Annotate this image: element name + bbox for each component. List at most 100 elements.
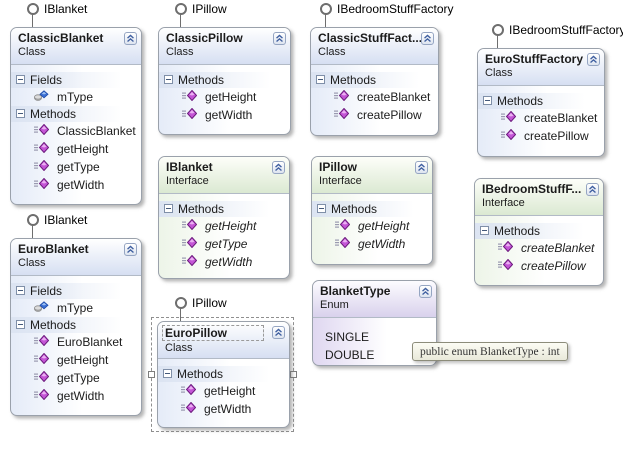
member-row[interactable]: createBlanket — [311, 88, 438, 106]
interface-lollipop-icon[interactable] — [27, 214, 39, 226]
member-row[interactable]: getHeight — [159, 217, 289, 235]
member-row[interactable]: createPillow — [311, 106, 438, 124]
resize-handle-right[interactable] — [290, 370, 297, 378]
member-row[interactable]: ClassicBlanket — [11, 122, 141, 140]
minus-box-icon[interactable] — [16, 284, 25, 298]
minus-box-icon[interactable] — [16, 318, 25, 332]
minus-box-icon[interactable] — [16, 73, 25, 87]
member-row[interactable]: getWidth — [11, 387, 141, 405]
interface-lollipop-icon[interactable] — [175, 297, 187, 309]
member-row[interactable]: getWidth — [159, 106, 290, 124]
resize-handle-left[interactable] — [148, 370, 155, 378]
lollipop-stem — [325, 14, 326, 27]
minus-box-icon[interactable] — [317, 202, 326, 216]
member-name: getType — [57, 160, 100, 174]
collapse-button[interactable] — [272, 326, 285, 339]
member-row[interactable]: getType — [159, 235, 289, 253]
collapse-button[interactable] — [415, 161, 428, 174]
compartment-header[interactable]: Methods — [475, 223, 603, 239]
member-row[interactable]: createPillow — [478, 127, 604, 145]
member-row[interactable]: getHeight — [11, 140, 141, 158]
compartment-header[interactable]: Methods — [11, 317, 141, 333]
enum-value[interactable]: SINGLE — [325, 330, 370, 344]
member-row[interactable]: mType — [11, 299, 141, 317]
member-row[interactable]: getHeight — [159, 88, 290, 106]
member-row[interactable]: createBlanket — [475, 239, 603, 257]
minus-box-icon[interactable] — [316, 73, 325, 87]
collapse-button[interactable] — [124, 243, 137, 256]
interface-lollipop-icon[interactable] — [492, 24, 504, 36]
collapse-button[interactable] — [272, 161, 285, 174]
member-row[interactable]: getWidth — [11, 176, 141, 194]
method-icon — [501, 110, 517, 125]
minus-box-icon[interactable] — [164, 202, 173, 216]
compartment-header[interactable]: Methods — [11, 106, 141, 122]
member-row[interactable]: EuroBlanket — [11, 333, 141, 351]
minus-box-icon[interactable] — [16, 107, 25, 121]
minus-box-icon[interactable] — [163, 367, 172, 381]
member-row[interactable]: getHeight — [11, 351, 141, 369]
collapse-button[interactable] — [587, 53, 600, 66]
chevron-double-up-icon — [589, 51, 598, 69]
interface-lollipop-icon[interactable] — [175, 3, 187, 15]
shape-stereotype: Class — [18, 257, 46, 269]
member-name: createBlanket — [357, 90, 431, 104]
minus-box-icon[interactable] — [483, 94, 492, 108]
compartment-header[interactable]: Methods — [311, 72, 438, 88]
minus-box-icon[interactable] — [164, 73, 173, 87]
collapse-button[interactable] — [421, 32, 434, 45]
compartment-label: Methods — [177, 367, 224, 381]
collapse-button[interactable] — [273, 32, 286, 45]
member-row[interactable]: createPillow — [475, 257, 603, 275]
compartment-header[interactable]: Methods — [158, 366, 289, 382]
member-row[interactable]: getType — [11, 369, 141, 387]
member-row[interactable]: getWidth — [312, 235, 432, 253]
member-row[interactable]: getHeight — [158, 382, 289, 400]
compartment-header[interactable]: Methods — [312, 201, 432, 217]
member-row[interactable]: getType — [11, 158, 141, 176]
member-row[interactable]: createBlanket — [478, 109, 604, 127]
interface-lollipop-icon[interactable] — [320, 3, 332, 15]
member-row[interactable]: getWidth — [158, 400, 289, 418]
member-row[interactable]: mType — [11, 88, 141, 106]
collapse-button[interactable] — [419, 285, 432, 298]
compartment-header[interactable]: Fields — [11, 72, 141, 88]
collapse-button[interactable] — [124, 32, 137, 45]
compartment-header[interactable]: Fields — [11, 283, 141, 299]
compartment-header[interactable]: Methods — [159, 72, 290, 88]
compartment-header[interactable]: Methods — [159, 201, 289, 217]
minus-box-icon[interactable] — [480, 224, 489, 238]
enum-value[interactable]: DOUBLE — [325, 348, 375, 362]
member-name: createPillow — [357, 108, 422, 122]
member-row[interactable]: getHeight — [312, 217, 432, 235]
collapse-button[interactable] — [586, 183, 599, 196]
interface-lollipop-icon[interactable] — [27, 3, 39, 15]
method-icon — [182, 218, 198, 233]
chevron-double-up-icon — [588, 181, 597, 199]
compartment-header[interactable]: Methods — [478, 93, 604, 109]
member-row[interactable]: getWidth — [159, 253, 289, 271]
